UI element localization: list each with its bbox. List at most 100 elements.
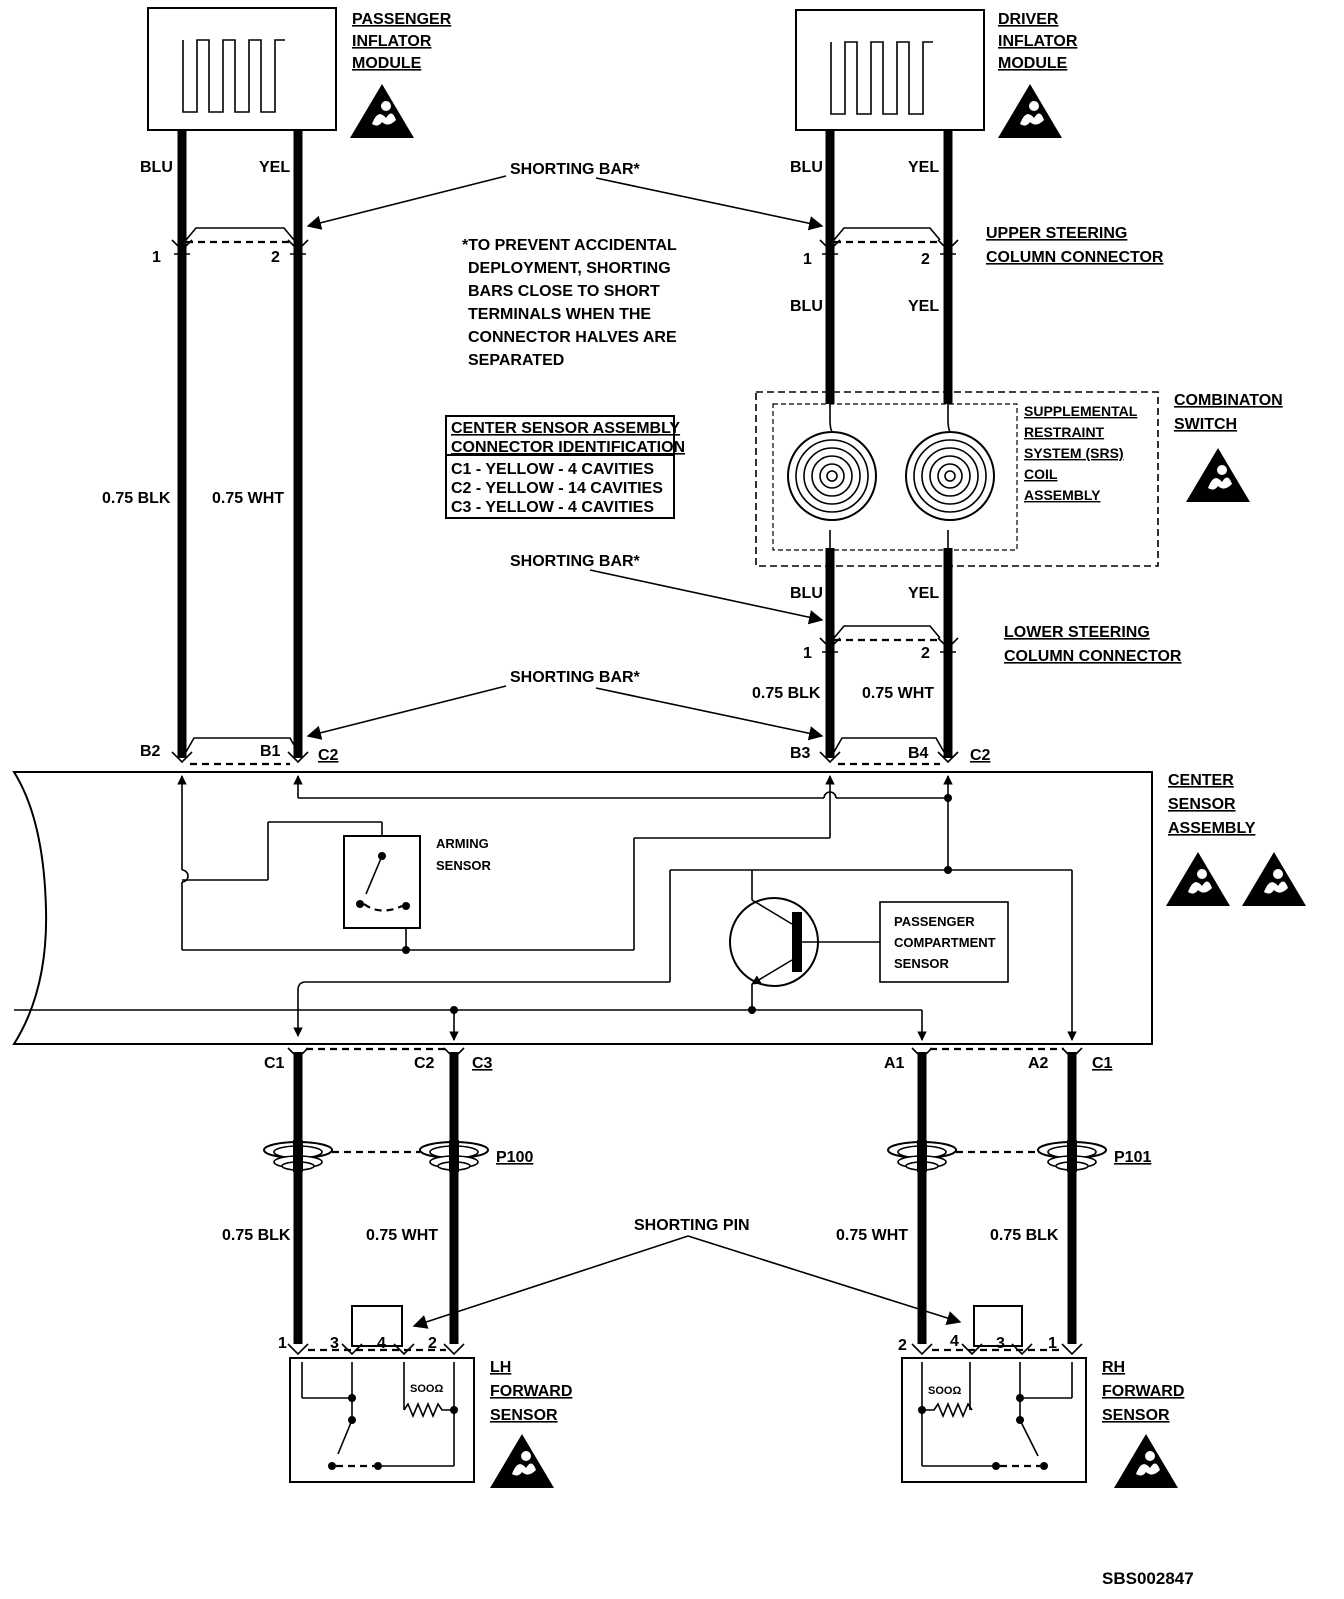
connector-c1: C1 — [1092, 1055, 1113, 1072]
grommet-icon — [263, 1139, 333, 1173]
passenger-compartment-sensor-symbol — [729, 897, 880, 987]
wire-label-blk: 0.75 BLK — [752, 685, 821, 702]
driver-module-label-2: INFLATOR — [998, 33, 1078, 50]
passenger-module-label-3: MODULE — [352, 55, 422, 72]
srs-coil-label-5: ASSEMBLY — [1024, 487, 1101, 503]
pin-2: 2 — [921, 645, 930, 662]
pin-2: 2 — [428, 1335, 437, 1352]
id-table-title-2: CONNECTOR IDENTIFICATION — [451, 439, 685, 456]
srs-coil-label-1: SUPPLEMENTAL — [1024, 403, 1138, 419]
wire-label-blk: 0.75 BLK — [222, 1227, 291, 1244]
pin-1: 1 — [1048, 1335, 1057, 1352]
lower-wires — [287, 1047, 1083, 1344]
combination-switch-label-2: SWITCH — [1174, 416, 1237, 433]
wire-label-blk: 0.75 BLK — [990, 1227, 1059, 1244]
wire-color-yel: YEL — [259, 159, 290, 176]
srs-coil-label-4: COIL — [1024, 466, 1058, 482]
shorting-bar-label: SHORTING BAR* — [510, 553, 641, 570]
shorting-bar-label: SHORTING BAR* — [510, 161, 641, 178]
arming-sensor — [343, 835, 421, 929]
center-sensor-label-2: SENSOR — [1168, 796, 1236, 813]
pin-3: 3 — [330, 1335, 339, 1352]
wire-color-blu: BLU — [140, 159, 173, 176]
srs-coil-label-3: SYSTEM (SRS) — [1024, 445, 1124, 461]
driver-module-label-1: DRIVER — [998, 11, 1059, 28]
passenger-inflator-module — [147, 7, 337, 131]
driver-inflator-module — [795, 9, 985, 131]
pin-c1: C1 — [264, 1055, 285, 1072]
note-line-6: SEPARATED — [468, 352, 564, 369]
lower-connector-label-2: COLUMN CONNECTOR — [1004, 648, 1182, 665]
pcs-label-1: PASSENGER — [894, 914, 975, 929]
pin-4: 4 — [377, 1335, 386, 1352]
wire-label-wht: 0.75 WHT — [366, 1227, 438, 1244]
pcs-label-3: SENSOR — [894, 956, 950, 971]
lh-sensor-label-1: LH — [490, 1359, 511, 1376]
pin-a2: A2 — [1028, 1055, 1049, 1072]
shorting-bar-label: SHORTING BAR* — [510, 669, 641, 686]
srs-coil-spiral-left — [787, 419, 877, 521]
connector-c2: C2 — [970, 747, 991, 764]
wire-color-yel: YEL — [908, 159, 939, 176]
airbag-warning-icon — [1242, 852, 1306, 906]
pin-3: 3 — [996, 1335, 1005, 1352]
pin-1: 1 — [803, 645, 812, 662]
resistor-value: SOOΩ — [410, 1383, 443, 1395]
rh-sensor-label-1: RH — [1102, 1359, 1125, 1376]
connector-c3: C3 — [472, 1055, 493, 1072]
grommet-p101: P101 — [1114, 1149, 1151, 1166]
grommet-p100: P100 — [496, 1149, 533, 1166]
wire-label-wht: 0.75 WHT — [836, 1227, 908, 1244]
note-line-2: DEPLOYMENT, SHORTING — [468, 260, 671, 277]
pin-1: 1 — [152, 249, 161, 266]
arming-sensor-label-2: SENSOR — [436, 858, 492, 873]
lh-sensor-label-2: FORWARD — [490, 1383, 572, 1400]
pin-b4: B4 — [908, 745, 929, 762]
pin-b1: B1 — [260, 743, 281, 760]
grommet-icon — [1037, 1139, 1107, 1173]
pin-b2: B2 — [140, 743, 161, 760]
center-sensor-internal-circuit — [14, 775, 1077, 1041]
wire-color-blu: BLU — [790, 585, 823, 602]
pcs-label-2: COMPARTMENT — [894, 935, 996, 950]
pin-1: 1 — [278, 1335, 287, 1352]
pin-2: 2 — [898, 1337, 907, 1354]
pin-a1: A1 — [884, 1055, 905, 1072]
wire-label-blk: 0.75 BLK — [102, 490, 171, 507]
pin-2: 2 — [921, 251, 930, 268]
airbag-warning-icon — [998, 84, 1062, 138]
pin-2: 2 — [271, 249, 280, 266]
wire-color-blu: BLU — [790, 159, 823, 176]
note-line-4: TERMINALS WHEN THE — [468, 306, 651, 323]
passenger-wires — [171, 130, 309, 766]
pin-4: 4 — [950, 1333, 959, 1350]
wire-label-wht: 0.75 WHT — [212, 490, 284, 507]
airbag-warning-icon — [1114, 1434, 1178, 1488]
pin-c2: C2 — [414, 1055, 435, 1072]
id-table-row-c3: C3 - YELLOW - 4 CAVITIES — [451, 499, 654, 516]
upper-connector-label-1: UPPER STEERING — [986, 225, 1127, 242]
passenger-module-label-1: PASSENGER — [352, 11, 452, 28]
pin-b3: B3 — [790, 745, 811, 762]
airbag-warning-icon — [490, 1434, 554, 1488]
wire-color-blu: BLU — [790, 298, 823, 315]
id-table-row-c1: C1 - YELLOW - 4 CAVITIES — [451, 461, 654, 478]
passenger-module-label-2: INFLATOR — [352, 33, 432, 50]
lower-connector-label-1: LOWER STEERING — [1004, 624, 1150, 641]
arming-sensor-label-1: ARMING — [436, 836, 489, 851]
pin-1: 1 — [803, 251, 812, 268]
wire-color-yel: YEL — [908, 298, 939, 315]
upper-connector-label-2: COLUMN CONNECTOR — [986, 249, 1164, 266]
shorting-pin-label: SHORTING PIN — [634, 1217, 750, 1234]
resistor-value: SOOΩ — [928, 1385, 961, 1397]
center-sensor-label-1: CENTER — [1168, 772, 1234, 789]
note-line-1: *TO PREVENT ACCIDENTAL — [462, 237, 677, 254]
esd-warning-icon — [1166, 852, 1230, 906]
passenger-compartment-sensor-box — [879, 901, 1009, 983]
srs-coil-label-2: RESTRAINT — [1024, 424, 1105, 440]
combination-switch-label-1: COMBINATON — [1174, 392, 1283, 409]
grommet-icon — [887, 1139, 957, 1173]
driver-wires — [819, 130, 959, 766]
connector-c2: C2 — [318, 747, 339, 764]
